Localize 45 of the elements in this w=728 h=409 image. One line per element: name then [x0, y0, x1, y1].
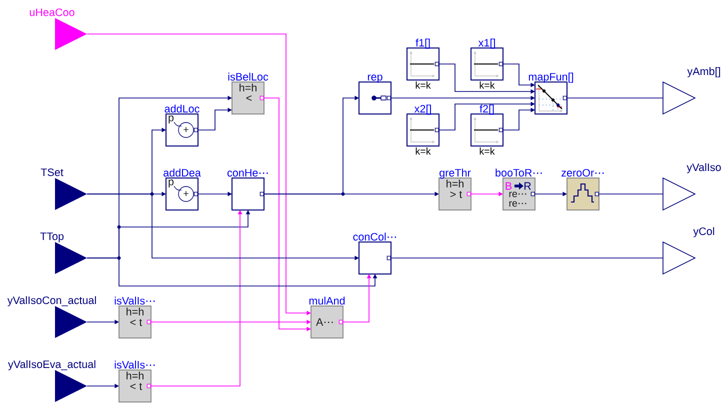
operator-text: <: [246, 95, 252, 101]
block-label: addDea: [164, 168, 201, 177]
type-letter: B: [506, 182, 512, 190]
block-label: f2[]: [480, 104, 494, 115]
block-label: x2[]: [414, 104, 431, 115]
block-label: isValIs⋯: [114, 360, 155, 369]
parameter-text: p: [168, 115, 174, 124]
block-label: isValIs⋯: [114, 296, 155, 305]
input-label: TTop: [40, 232, 64, 242]
operator-text: > t: [450, 190, 462, 198]
input-label: TSet: [40, 168, 64, 176]
operator-text: < t: [130, 382, 142, 390]
output-label: yAmb[]: [687, 67, 720, 78]
block-label: addLoc: [164, 104, 200, 113]
input-label: yValIsoCon_actual: [7, 296, 96, 306]
block-label: conCol⋯: [353, 232, 396, 241]
arrow: [198, 108, 232, 130]
parameter-text: h=h: [446, 180, 464, 188]
input-label: uHeaCoo: [30, 8, 74, 16]
output-label: yValIso: [686, 163, 721, 174]
parameter-text: k=k: [480, 81, 495, 89]
operator-text: < t: [130, 318, 142, 326]
parameter-text: p: [168, 179, 174, 188]
block-label: mulAnd: [309, 296, 345, 305]
block-label: f1[]: [416, 38, 430, 49]
parameter-text: k=k: [416, 81, 431, 89]
output-label: yCol: [693, 227, 714, 238]
parameter-text: h=h: [240, 84, 256, 92]
input-label: yValIsoEva_actual: [8, 360, 96, 370]
block-text: re⋯: [509, 192, 526, 198]
block-label: greThr: [440, 168, 471, 179]
parameter-text: k=k: [480, 147, 495, 155]
block-label: mapFun[]: [528, 72, 574, 83]
block-text: re⋯: [509, 201, 526, 207]
block-label: conHe⋯: [227, 169, 268, 177]
block-label: booToR⋯: [496, 168, 542, 177]
parameter-text: k=k: [416, 147, 431, 155]
block-label: isBelLoc: [228, 72, 268, 81]
block-label: zeroOr⋯: [562, 168, 604, 177]
type-letter: R: [524, 182, 531, 190]
parameter-text: h=h: [126, 308, 144, 316]
block-label: x1[]: [478, 38, 495, 49]
block-text: A⋯: [316, 318, 333, 326]
parameter-text: h=h: [126, 372, 144, 380]
block-label: rep: [368, 74, 382, 83]
